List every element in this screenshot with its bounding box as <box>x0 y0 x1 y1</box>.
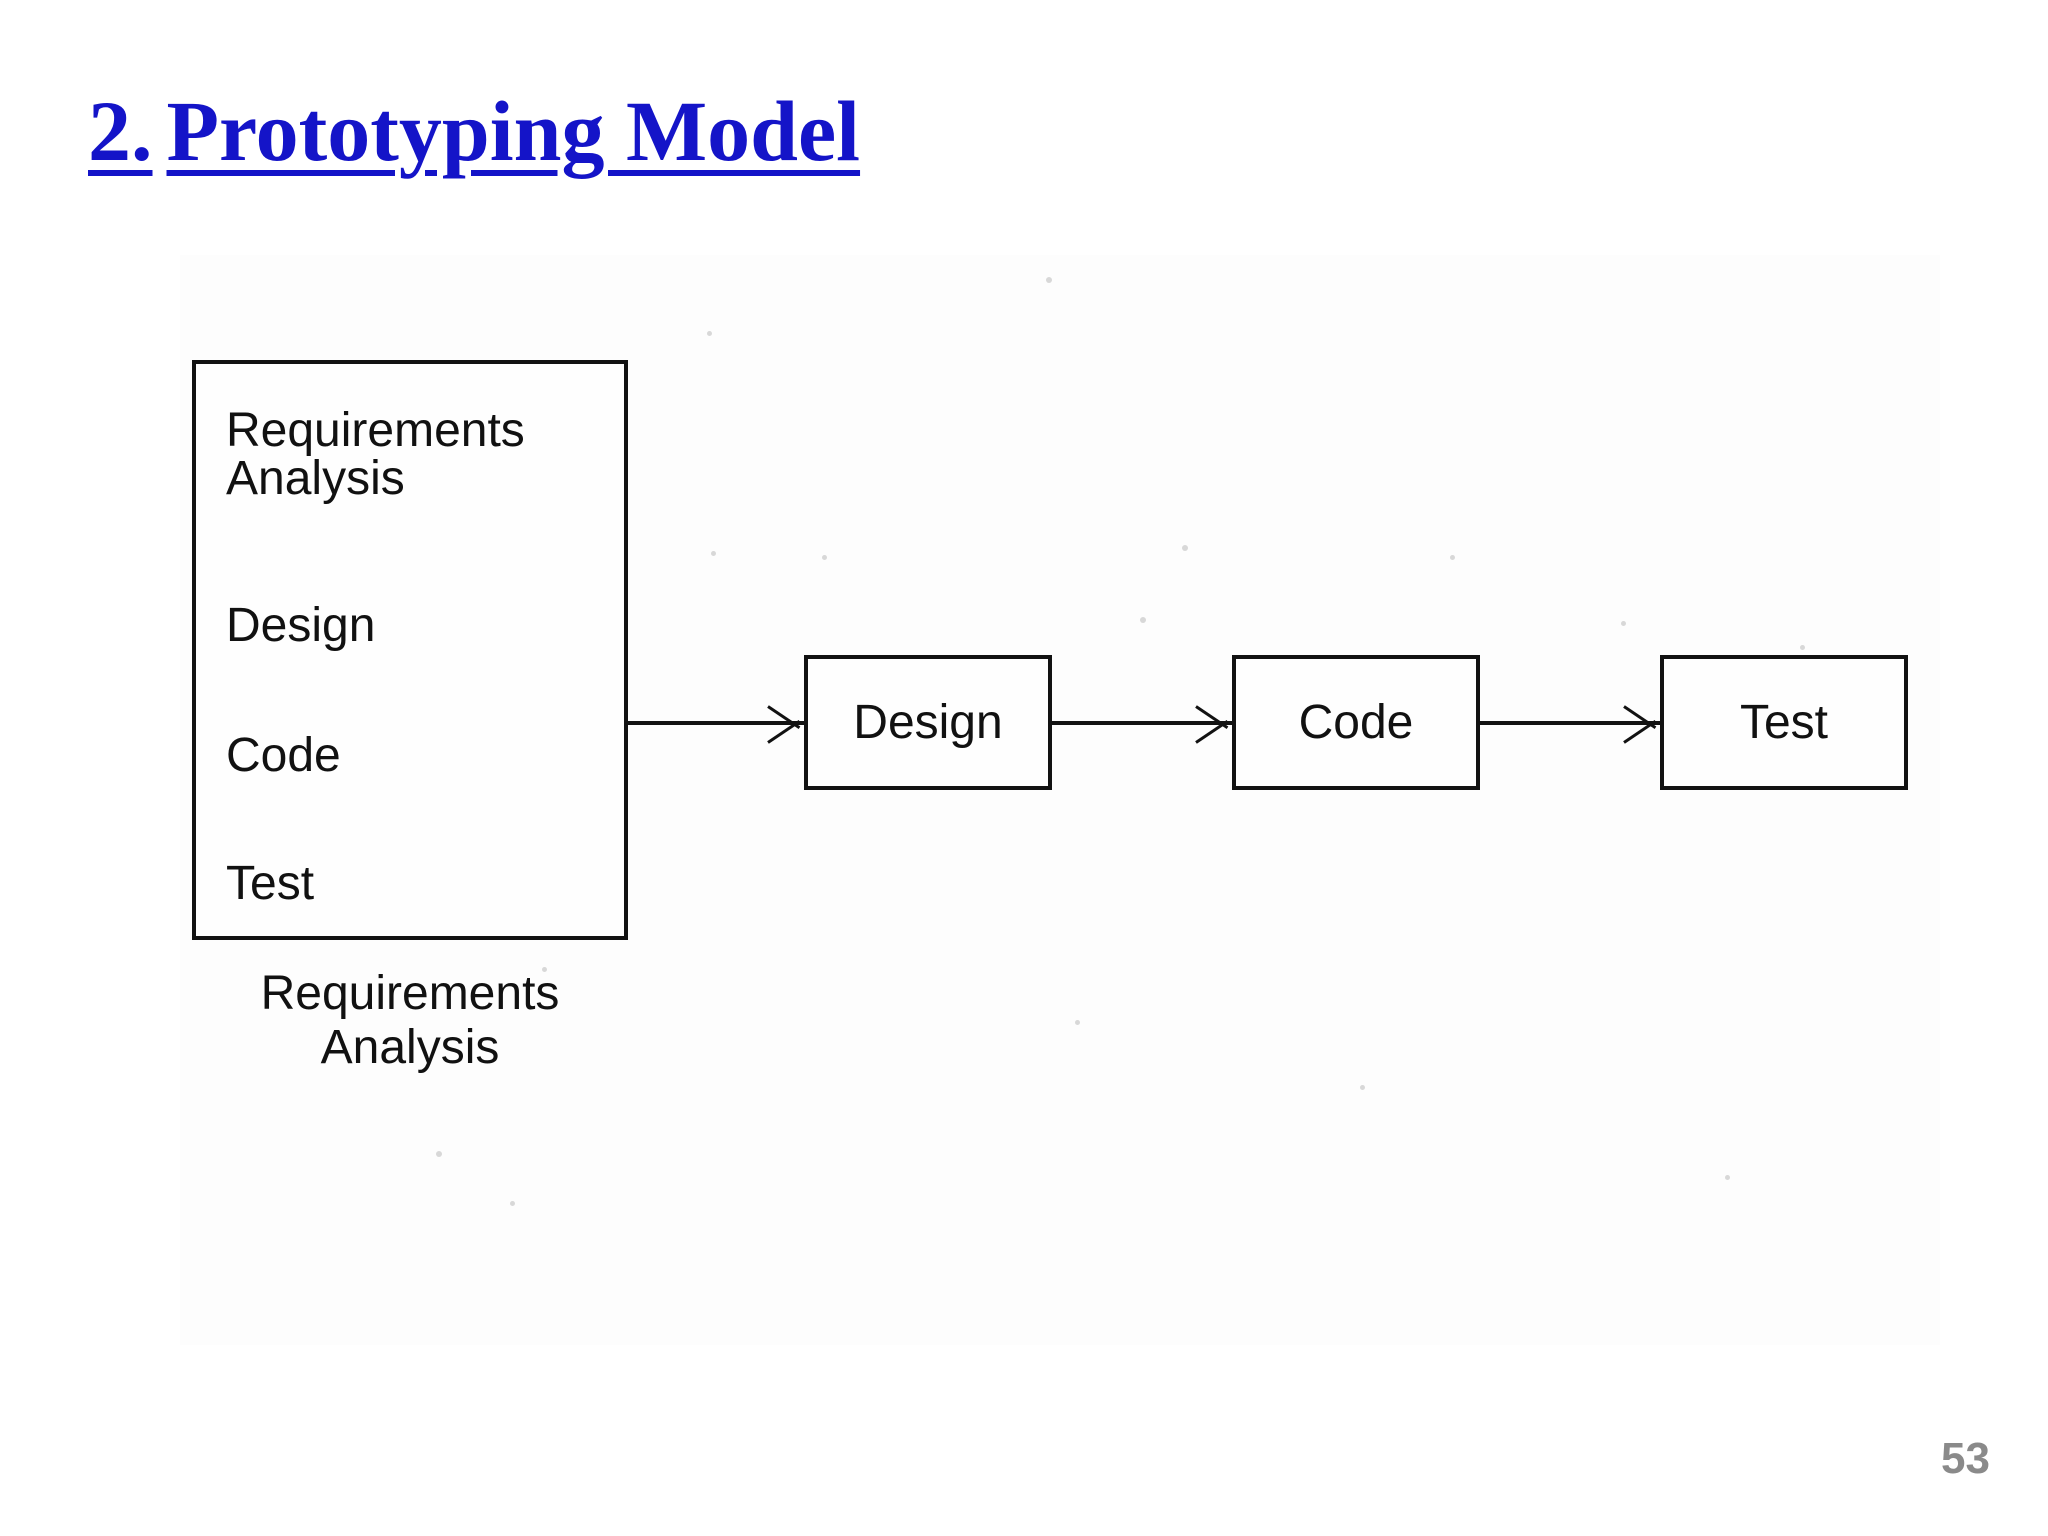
prototype-stage-code: Code <box>226 729 341 782</box>
scan-speck <box>1800 645 1805 650</box>
scan-speck <box>707 331 712 336</box>
scan-speck <box>1725 1175 1730 1180</box>
test-box-label: Test <box>1739 696 1829 749</box>
design-box-label: Design <box>853 696 1003 749</box>
prototype-box-caption: Requirements Analysis <box>192 967 628 1075</box>
design-box <box>804 655 1052 790</box>
scan-speck <box>822 555 827 560</box>
scan-speck <box>542 967 547 972</box>
arrowhead-icon <box>1195 697 1232 749</box>
test-box <box>1660 655 1908 790</box>
prototype-stage-requirements-analysis: Requirements Analysis <box>226 407 525 503</box>
arrowhead-icon <box>767 697 804 749</box>
prototype-box <box>192 360 628 940</box>
prototype-stage-design: Design <box>226 599 376 652</box>
scan-speck <box>1140 617 1146 623</box>
caption-line-2: Analysis <box>320 1020 500 1074</box>
page-number: 53 <box>1941 1434 1990 1483</box>
scan-speck <box>1450 555 1455 560</box>
title-text: Prototyping Model <box>166 83 861 179</box>
arrowhead-icon <box>1623 697 1660 749</box>
connector-design-to-code <box>1052 721 1232 725</box>
scan-speck <box>436 1151 442 1157</box>
scan-speck <box>1360 1085 1365 1090</box>
connector-prototype-to-design <box>628 721 804 725</box>
prototype-stage-test: Test <box>226 857 315 910</box>
title-number: 2. <box>88 83 153 179</box>
code-box-label: Code <box>1298 696 1414 749</box>
code-box <box>1232 655 1480 790</box>
connector-code-to-test <box>1480 721 1660 725</box>
diagram-scan-area: Requirements Analysis Design Code Test R… <box>180 255 1940 1345</box>
caption-line-1: Requirements <box>260 967 560 1020</box>
scan-speck <box>711 551 716 556</box>
prototype-stage-line-2: Analysis <box>226 452 405 505</box>
scan-speck <box>510 1201 515 1206</box>
scan-speck <box>1182 545 1188 551</box>
scan-speck <box>1621 621 1626 626</box>
scan-speck <box>1046 277 1052 283</box>
prototype-stage-line-1: Requirements <box>226 404 525 457</box>
scan-speck <box>1075 1020 1080 1025</box>
page-title: 2.Prototyping Model <box>88 88 860 174</box>
